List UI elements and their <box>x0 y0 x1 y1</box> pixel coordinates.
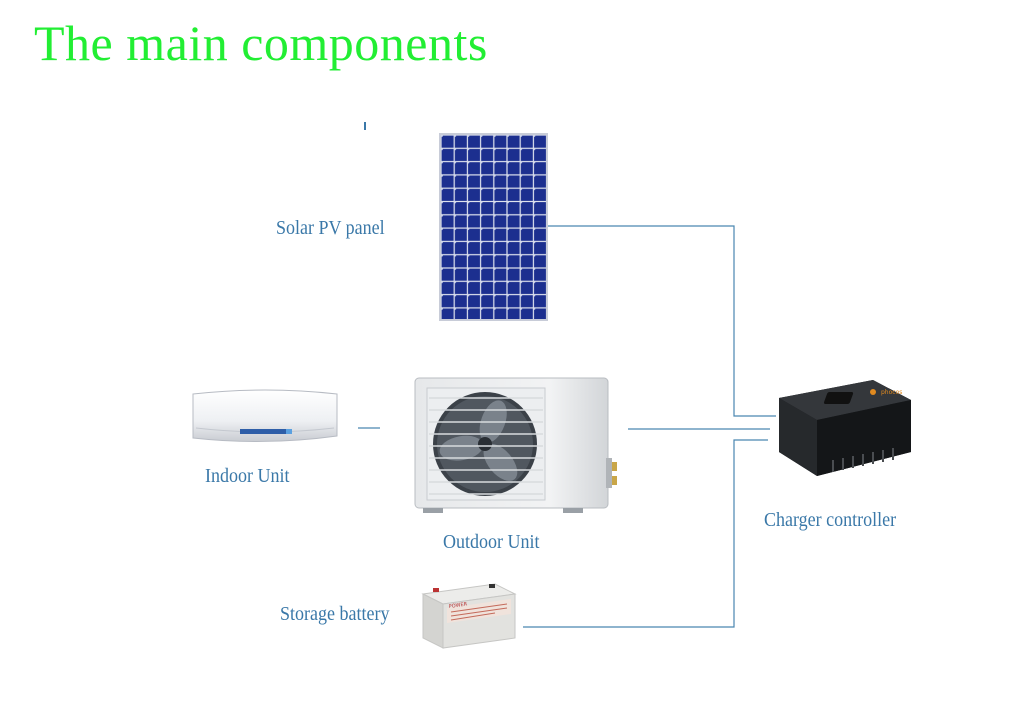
indoor-unit-label: Indoor Unit <box>205 465 290 487</box>
charger-controller-image: phocos <box>773 372 915 487</box>
page-title: The main components <box>34 15 488 71</box>
wire-battery-to-controller <box>523 439 768 628</box>
charger-controller-icon: phocos <box>779 380 911 476</box>
storage-battery-icon: POWER <box>421 583 517 649</box>
outdoor-unit-label: Outdoor Unit <box>443 531 540 553</box>
storage-battery-label: Storage battery <box>280 603 390 625</box>
svg-text:phocos: phocos <box>881 389 902 396</box>
outdoor-unit-image <box>413 376 623 519</box>
storage-battery-image: POWER <box>419 580 519 655</box>
charger-controller-label: Charger controller <box>764 509 897 531</box>
outdoor-unit-icon <box>414 377 617 513</box>
solar-panel-image <box>439 133 548 326</box>
indoor-unit-icon <box>192 389 338 443</box>
solar-panel-label: Solar PV panel <box>276 217 385 239</box>
wire-panel-to-controller <box>548 225 776 417</box>
svg-text:POWER: POWER <box>448 601 468 610</box>
indoor-unit-image <box>190 388 340 451</box>
solar-panel-icon <box>439 133 548 321</box>
